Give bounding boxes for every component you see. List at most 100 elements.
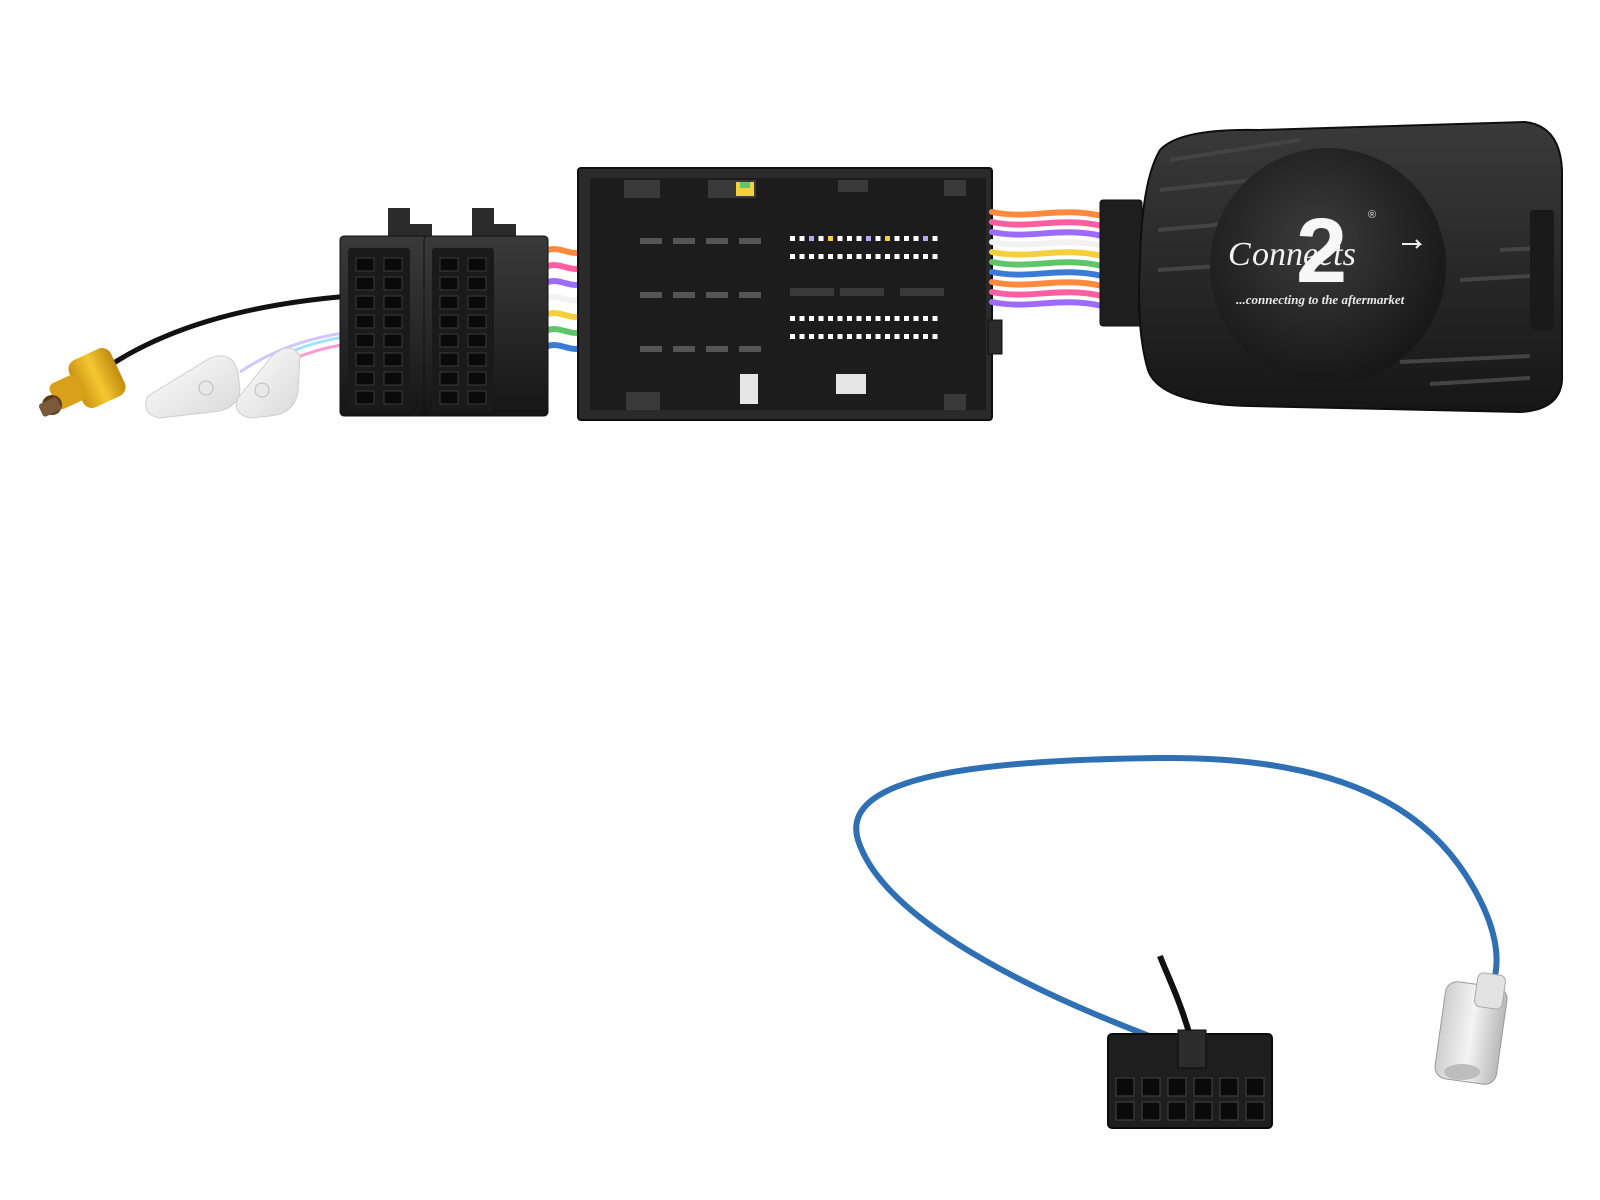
pin xyxy=(847,334,852,339)
interface-box: C onnects 2 ® ...connecting to the after… xyxy=(1099,120,1563,414)
pin-cavity xyxy=(439,314,459,329)
svg-text:®: ® xyxy=(1368,209,1376,221)
pin xyxy=(739,346,761,352)
latch xyxy=(840,288,884,296)
rca-lead xyxy=(38,293,351,417)
wire xyxy=(545,278,585,288)
pin xyxy=(894,236,900,241)
pin xyxy=(913,236,919,241)
pin-cavity xyxy=(355,371,375,386)
svg-text:C: C xyxy=(1228,236,1251,273)
pin xyxy=(856,334,862,339)
pin xyxy=(673,292,695,298)
pin xyxy=(790,236,795,241)
pin xyxy=(673,238,695,244)
pin xyxy=(856,236,862,241)
pin xyxy=(837,316,843,321)
pin xyxy=(866,254,871,259)
pin-cavity xyxy=(1141,1077,1161,1097)
pin-cavity xyxy=(383,371,403,386)
pin xyxy=(799,254,805,259)
pin xyxy=(856,316,862,321)
pin xyxy=(706,238,728,244)
pin xyxy=(913,254,919,259)
pin-cavity xyxy=(355,333,375,348)
pin-cavity xyxy=(1167,1101,1187,1121)
wire xyxy=(989,219,1105,229)
pin-cavity xyxy=(1219,1077,1239,1097)
wire xyxy=(545,326,585,336)
pin-cavity xyxy=(439,333,459,348)
pin xyxy=(706,346,728,352)
pin xyxy=(932,236,938,241)
pin xyxy=(904,236,909,241)
wire xyxy=(545,342,585,352)
pin-cavity xyxy=(467,276,487,291)
pin-cavity xyxy=(1245,1101,1265,1121)
wire xyxy=(545,262,585,272)
pin-cavity xyxy=(439,295,459,310)
pin xyxy=(828,316,833,321)
iso-connector-right xyxy=(423,208,549,417)
pin xyxy=(885,236,890,241)
pin-cavity xyxy=(439,390,459,405)
pin xyxy=(904,254,909,259)
wire-bundle-left xyxy=(545,246,585,352)
pin xyxy=(818,334,824,339)
pin xyxy=(837,254,843,259)
pin xyxy=(904,316,909,321)
pin-cavity xyxy=(383,314,403,329)
wire xyxy=(989,239,1105,249)
pin xyxy=(809,236,814,241)
pin-cavity xyxy=(467,371,487,386)
pin-cavity xyxy=(467,390,487,405)
wire xyxy=(989,259,1105,269)
wire xyxy=(545,246,585,256)
pin xyxy=(837,334,843,339)
pin xyxy=(790,316,795,321)
pin xyxy=(923,236,928,241)
pin-cavity xyxy=(355,314,375,329)
wire xyxy=(989,249,1105,259)
pin xyxy=(818,316,824,321)
molex-connector xyxy=(1107,1029,1273,1129)
pin xyxy=(818,236,824,241)
pin xyxy=(894,254,900,259)
wire xyxy=(989,299,1105,309)
pin xyxy=(739,292,761,298)
pin xyxy=(894,316,900,321)
pin-cavity xyxy=(1141,1101,1161,1121)
pin xyxy=(809,254,814,259)
svg-text:onnects: onnects xyxy=(1252,236,1356,273)
pin xyxy=(799,316,805,321)
wire xyxy=(545,294,585,304)
pin-cavity xyxy=(1115,1077,1135,1097)
wire xyxy=(989,289,1105,299)
pin-cavity xyxy=(1245,1077,1265,1097)
vehicle-harness-connector xyxy=(577,167,1003,421)
pin xyxy=(640,292,662,298)
pin xyxy=(828,254,833,259)
pin-cavity xyxy=(467,333,487,348)
wire xyxy=(989,209,1105,219)
pin xyxy=(799,236,805,241)
pin-cavity xyxy=(1115,1101,1135,1121)
wire-bundle-right xyxy=(989,209,1105,309)
pin xyxy=(847,254,852,259)
pin xyxy=(790,334,795,339)
pin xyxy=(932,334,938,339)
pin-cavity xyxy=(1193,1077,1213,1097)
pin xyxy=(923,334,928,339)
pin-cavity xyxy=(439,352,459,367)
pin-cavity xyxy=(1167,1077,1187,1097)
pin xyxy=(923,254,928,259)
pin xyxy=(885,334,890,339)
pin-cavity xyxy=(467,257,487,272)
wire xyxy=(989,269,1105,279)
pin xyxy=(828,236,833,241)
pin-cavity xyxy=(355,276,375,291)
pin xyxy=(913,334,919,339)
pin-cavity xyxy=(355,352,375,367)
wire xyxy=(989,229,1105,239)
latch xyxy=(790,288,834,296)
